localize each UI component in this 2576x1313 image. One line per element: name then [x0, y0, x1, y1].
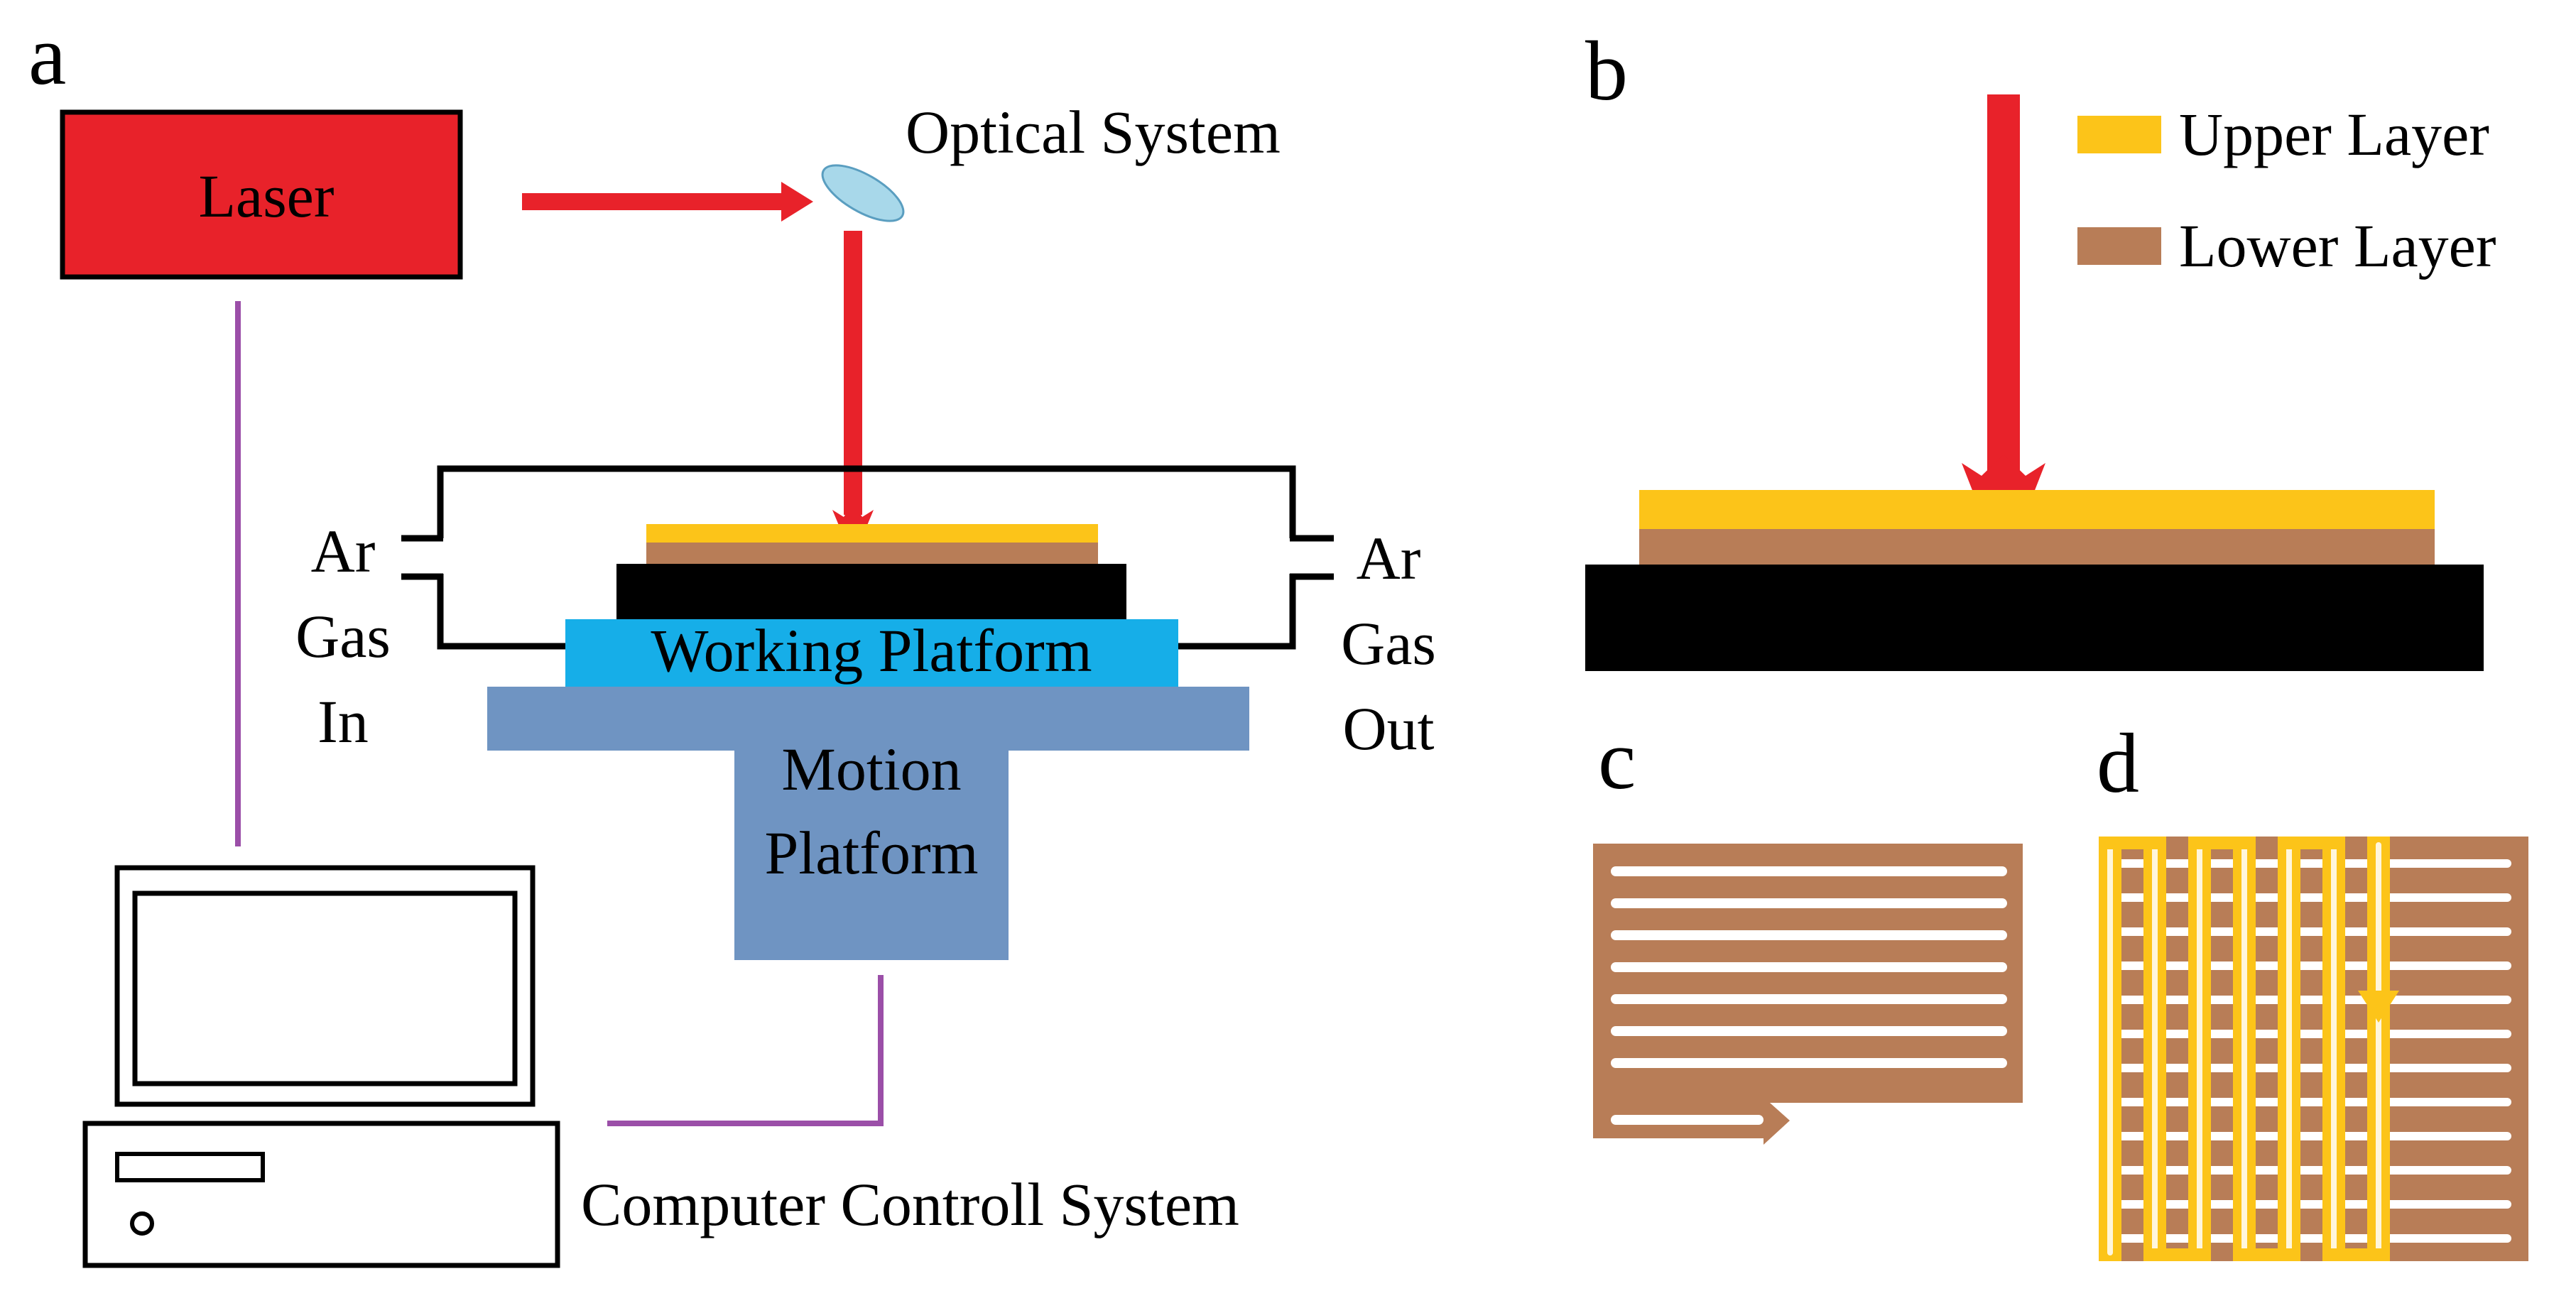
chamber-bottom-left	[437, 574, 568, 650]
panel-label-a: a	[28, 8, 66, 102]
ar-gas-out-line2: Gas	[1341, 609, 1436, 677]
laser-beam-arrowhead	[781, 182, 813, 222]
beam-impact-star-icon	[832, 503, 874, 527]
computer-drive-slot	[115, 1152, 265, 1182]
panel-b-substrate	[1585, 565, 2484, 671]
laser-beam-vertical	[844, 231, 862, 515]
ar-gas-in-line2: Gas	[295, 602, 391, 670]
laser-beam-horizontal	[522, 193, 785, 210]
laser-box	[60, 109, 463, 280]
chamber-bottom-right	[1175, 574, 1296, 650]
scan-pattern-c	[1593, 844, 2023, 1145]
legend-swatch-upper-layer	[2077, 116, 2161, 153]
legend-label-upper-layer: Upper Layer	[2179, 100, 2489, 168]
ar-gas-out-line1: Ar	[1357, 524, 1421, 592]
working-platform-label: Working Platform	[651, 616, 1092, 685]
working-platform	[565, 619, 1178, 687]
panel-b-laser-beam	[1987, 94, 2020, 478]
panel-b-beam-impact-star-icon	[1962, 454, 2045, 496]
chamber-top-left	[437, 465, 1296, 538]
motion-platform-label-line2: Platform	[765, 819, 979, 887]
motion-platform-stem	[734, 751, 1009, 960]
ar-gas-in-line1: Ar	[311, 517, 376, 585]
panel-b-lower-layer	[1639, 529, 2435, 565]
motion-platform-label-line1: Motion	[781, 735, 961, 803]
sample-lower-layer	[646, 543, 1098, 564]
computer-monitor-screen	[132, 890, 518, 1086]
sample-upper-layer	[646, 524, 1098, 543]
computer-case-icon	[82, 1121, 560, 1268]
scan-pattern-d-background	[2099, 837, 2528, 1261]
motion-control-wire	[607, 975, 884, 1126]
optical-system-label: Optical System	[906, 98, 1281, 166]
computer-power-button-icon	[130, 1211, 154, 1236]
optical-lens-icon	[821, 164, 905, 222]
ar-gas-out-line3: Out	[1343, 694, 1435, 763]
motion-platform-top	[487, 687, 1249, 751]
legend-label-lower-layer: Lower Layer	[2179, 212, 2496, 280]
legend-swatch-lower-layer	[2077, 227, 2161, 265]
computer-control-system-label: Computer Controll System	[581, 1170, 1239, 1238]
sample-substrate	[616, 564, 1126, 619]
ar-gas-in-line3: In	[317, 687, 369, 756]
scan-direction-arrow-icon	[1763, 1097, 1790, 1145]
panel-label-b: b	[1585, 23, 1628, 118]
scan-direction-down-arrow-icon	[2358, 991, 2399, 1023]
panel-b-upper-layer	[1639, 490, 2435, 529]
scan-pattern-d	[2099, 837, 2528, 1261]
laser-label: Laser	[199, 162, 335, 230]
panel-label-c: c	[1598, 712, 1636, 807]
panel-label-d: d	[2097, 716, 2139, 810]
